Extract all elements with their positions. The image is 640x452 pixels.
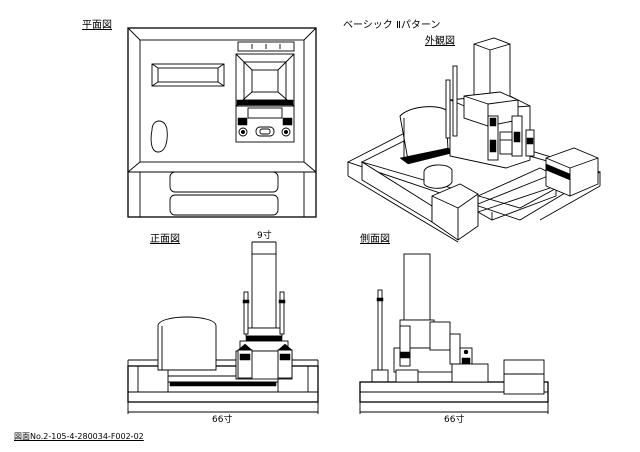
pillar-width-dimension: 9寸 [257,229,272,241]
front-width-dimension: 66寸 [212,413,232,425]
front-view-label: 正面図 [150,234,180,245]
front-view: 9寸 66寸 [127,229,319,425]
side-view-label: 側面図 [360,234,390,245]
plan-view-label: 平面図 [82,20,112,31]
pattern-title: ベーシック Ⅱパターン [343,20,441,31]
side-view: 66寸 [359,253,549,425]
drawing-number: 図面No.2-105-4-280034-F002-02 [14,432,144,441]
exterior-view-label: 外観図 [425,36,455,47]
exterior-view [346,37,602,243]
plan-view [127,27,317,218]
side-depth-dimension: 66寸 [444,413,464,425]
